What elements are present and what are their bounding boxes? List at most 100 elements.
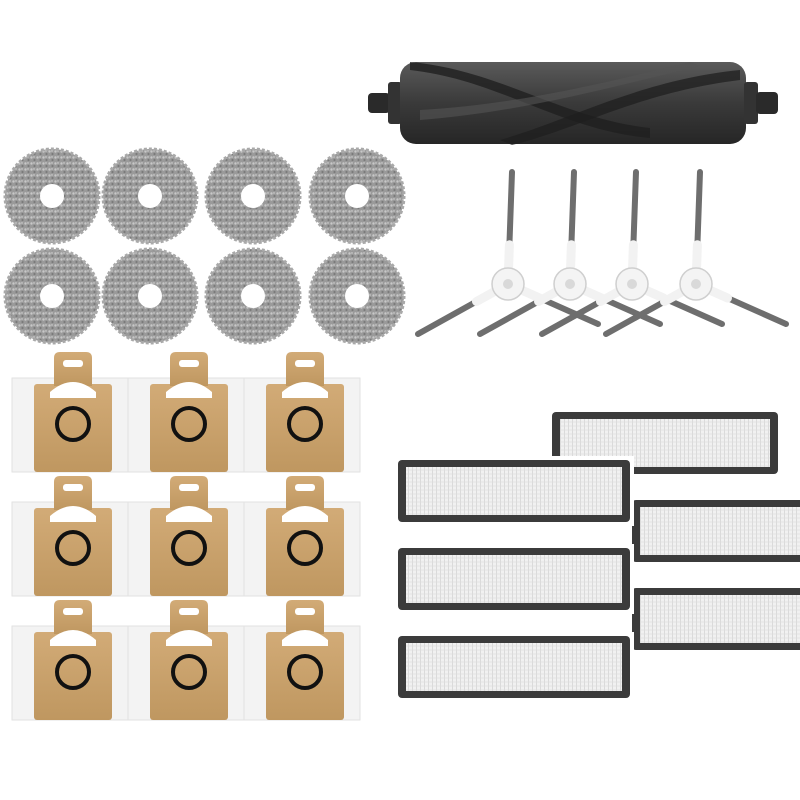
side-brush <box>603 169 789 337</box>
brush-blade-2 <box>500 70 740 145</box>
mop-pad-edge <box>308 247 406 345</box>
dust-bag-handle-tab <box>54 476 92 510</box>
side-brush-hub-center <box>627 279 637 289</box>
dust-bags-group <box>11 352 361 721</box>
side-brush <box>477 169 663 337</box>
dust-bag-window <box>50 382 96 398</box>
dust-bag-seal-ring <box>55 406 91 442</box>
hepa-filter <box>394 544 634 614</box>
dust-bag-handle-slot <box>179 484 199 491</box>
side-brushes-group <box>415 169 789 337</box>
dust-bag-seal-ring <box>287 530 323 566</box>
mop-pad-center-hole <box>241 184 265 208</box>
brush-end-ring-right <box>744 82 758 124</box>
mop-pad <box>3 147 101 245</box>
dust-bag-cardboard <box>34 384 112 472</box>
dust-bag-handle-slot <box>295 484 315 491</box>
dust-bag-window <box>50 630 96 646</box>
dust-bag <box>243 352 361 473</box>
dust-bag-cardboard <box>150 384 228 472</box>
filter-mesh <box>640 507 800 555</box>
hepa-filters-group <box>394 408 800 702</box>
dust-bag-seal-ring <box>171 406 207 442</box>
brush-end-ring-left <box>388 82 402 124</box>
dust-bag-cardboard <box>34 632 112 720</box>
mop-pad-center-hole <box>40 284 64 308</box>
side-brush <box>415 169 601 337</box>
dust-bag-window <box>282 506 328 522</box>
dust-bag <box>11 352 129 473</box>
main-roller-brush <box>368 62 778 145</box>
hepa-filter <box>394 632 634 702</box>
mop-pad-edge <box>101 247 199 345</box>
mop-pad <box>3 247 101 345</box>
dust-bag-handle-slot <box>63 360 83 367</box>
dust-bag-handle-tab <box>170 600 208 634</box>
dust-bag-window <box>166 382 212 398</box>
mop-pad-edge <box>204 147 302 245</box>
brush-end-cap-left <box>368 93 390 113</box>
dust-bag-seal-ring <box>171 530 207 566</box>
side-brush-hub-center <box>503 279 513 289</box>
filter-mesh <box>406 643 622 691</box>
dust-bag-cardboard <box>266 632 344 720</box>
dust-bag-handle-tab <box>170 352 208 386</box>
mop-pad-edge <box>3 247 101 345</box>
dust-bag-window <box>166 506 212 522</box>
dust-bag-seal-ring <box>287 406 323 442</box>
side-brush <box>539 169 725 337</box>
dust-bag <box>127 476 245 597</box>
mop-pad-edge <box>101 147 199 245</box>
mop-pad-center-hole <box>40 184 64 208</box>
hepa-filter <box>394 456 634 526</box>
mop-pad <box>204 247 302 345</box>
dust-bag-handle-slot <box>295 360 315 367</box>
dust-bag-seal-ring <box>171 654 207 690</box>
dust-bag-cardboard <box>150 508 228 596</box>
mop-pad <box>101 247 199 345</box>
dust-bag-cardboard <box>266 384 344 472</box>
filter-mesh <box>640 595 800 643</box>
mop-pad <box>204 147 302 245</box>
dust-bag <box>11 600 129 721</box>
dust-bag-handle-slot <box>63 484 83 491</box>
mop-pad-center-hole <box>345 284 369 308</box>
dust-bag-handle-slot <box>63 608 83 615</box>
mop-pad-edge <box>204 247 302 345</box>
mop-pads-group <box>3 147 406 345</box>
mop-pad-center-hole <box>138 284 162 308</box>
dust-bag-cardboard <box>34 508 112 596</box>
dust-bag-handle-slot <box>179 360 199 367</box>
filter-mesh <box>406 555 622 603</box>
mop-pad-edge <box>3 147 101 245</box>
dust-bag-window <box>50 506 96 522</box>
brush-blade-3 <box>420 62 700 120</box>
dust-bag-handle-tab <box>54 600 92 634</box>
dust-bag-handle-tab <box>286 476 324 510</box>
side-brush-hub-center <box>565 279 575 289</box>
dust-bag-window <box>282 382 328 398</box>
mop-pad <box>308 147 406 245</box>
dust-bag <box>243 600 361 721</box>
hepa-filter <box>628 496 800 566</box>
dust-bag-seal-ring <box>55 654 91 690</box>
hepa-filter <box>628 584 800 654</box>
dust-bag-window <box>166 630 212 646</box>
dust-bag <box>243 476 361 597</box>
dust-bag-cardboard <box>150 632 228 720</box>
dust-bag-cardboard <box>266 508 344 596</box>
mop-pad-center-hole <box>345 184 369 208</box>
dust-bag-handle-slot <box>179 608 199 615</box>
mop-pad <box>308 247 406 345</box>
dust-bag <box>127 352 245 473</box>
dust-bag-handle-tab <box>286 600 324 634</box>
dust-bag <box>127 600 245 721</box>
dust-bag-handle-slot <box>295 608 315 615</box>
side-brush-hub-center <box>691 279 701 289</box>
dust-bag-window <box>282 630 328 646</box>
mop-pad-edge <box>308 147 406 245</box>
mop-pad <box>101 147 199 245</box>
mop-pad-center-hole <box>241 284 265 308</box>
